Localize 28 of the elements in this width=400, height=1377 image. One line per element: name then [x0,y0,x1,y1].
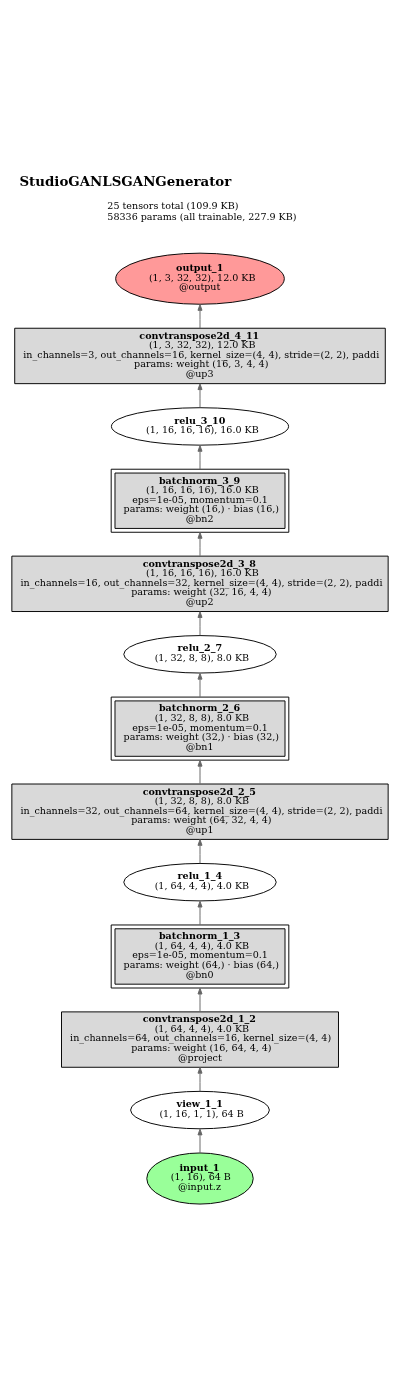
arrow [197,445,203,470]
arrow [197,987,203,1013]
node-ellipse: relu_2_7 (1, 32, 8, 8), 8.0 KB [123,635,277,674]
node-box: convtranspose2d_1_2 (1, 64, 4, 4), 4.0 KB in_channels=64, out_channels=16, kernel_size=(4, 4) params: weight (16, 64, 4, 4) @project [61,1011,339,1068]
node-box: batchnorm_3_9 (1, 16, 16, 16), 16.0 KB eps=1e-05, momentum=0.1 params: weight (16,) · bias (16,) @bn2 [110,468,290,533]
arrow [197,1067,203,1092]
diagram-title: StudioGANLSGANGenerator [19,173,232,190]
arrow [197,900,203,926]
node-ellipse: view_1_1 (1, 16, 1, 1), 64 B [130,1090,270,1130]
node-ellipse: output_1 (1, 3, 32, 32), 12.0 KB @output [115,252,285,305]
label: 58336 params (all trainable, 227.9 KB) [107,210,297,222]
node-box: convtranspose2d_3_8 (1, 16, 16, 16), 16.0 KB in_channels=16, out_channels=32, kernel_size=(4, 4), stride=(2, 2), paddi params: weight (32, 16, 4, 4) @up2 [11,555,389,612]
node-box: batchnorm_2_6 (1, 32, 8, 8), 8.0 KB eps=1e-05, momentum=0.1 params: weight (32,) · bias (32,) @bn1 [110,696,290,761]
arrow [197,672,203,698]
node-box: convtranspose2d_2_5 (1, 32, 8, 8), 8.0 KB in_channels=32, out_channels=64, kernel_size=(4, 4), stride=(2, 2), paddi params: weight (64, 32, 4, 4) @up1 [11,783,389,840]
arrow [197,839,203,864]
node-ellipse: relu_1_4 (1, 64, 4, 4), 4.0 KB [123,863,277,902]
arrow [197,304,203,329]
arrow [197,532,203,557]
node-ellipse: input_1 (1, 16), 64 B @input.z [146,1152,254,1205]
arrow [197,759,203,785]
label: 25 tensors total (109.9 KB) [107,200,239,212]
node-ellipse: relu_3_10 (1, 16, 16, 16), 16.0 KB [110,407,290,446]
arrow [197,383,203,408]
node-box: convtranspose2d_4_11 (1, 3, 32, 32), 12.0 KB in_channels=3, out_channels=16, kernel_size=(4, 4), stride=(2, 2), paddi params: weight (16, 3, 4, 4) @up3 [14,327,386,385]
arrow [197,611,203,636]
arrow [197,1128,203,1154]
node-box: batchnorm_1_3 (1, 64, 4, 4), 4.0 KB eps=1e-05, momentum=0.1 params: weight (64,) · bias (64,) @bn0 [110,924,290,989]
